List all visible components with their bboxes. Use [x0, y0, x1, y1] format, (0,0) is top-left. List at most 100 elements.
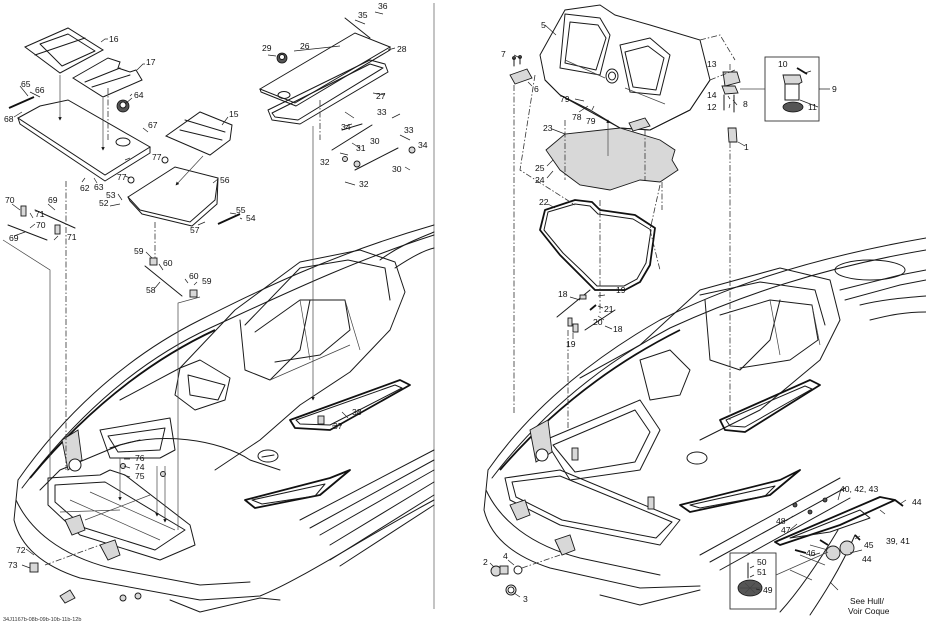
see-hull-note-line1: See Hull/: [850, 596, 885, 606]
reference-code: 34J1167b-08b-09b-10b-11b-12b: [3, 617, 81, 623]
callout-23: 23: [543, 123, 553, 133]
callout-47: 47: [781, 525, 791, 535]
callout-44b: 44: [862, 554, 872, 564]
callout-46: 46: [806, 548, 816, 558]
callout-37: 37: [333, 421, 343, 431]
callout-27: 27: [376, 91, 386, 101]
right-callouts: 5 7 6 79 78 79 23 25 24 22 13 14 8 12 9 …: [483, 20, 922, 616]
callout-57: 57: [190, 225, 200, 235]
callout-77b: 77: [152, 152, 162, 162]
callout-14: 14: [707, 90, 717, 100]
callout-55: 55: [236, 205, 246, 215]
callout-12: 12: [707, 102, 717, 112]
callout-78: 78: [572, 112, 582, 122]
callout-32b: 32: [359, 179, 369, 189]
callout-16: 16: [109, 34, 119, 44]
hull-left: [13, 224, 435, 613]
callout-44a: 44: [912, 497, 922, 507]
callout-15: 15: [229, 109, 239, 119]
callout-4: 4: [503, 551, 508, 561]
callout-50: 50: [757, 557, 767, 567]
callout-32a: 32: [320, 157, 330, 167]
part-15-cushion: [164, 111, 233, 156]
left-callouts: 16 17 65 66 68 64 67 15 62 63 77 77 53 5…: [4, 1, 428, 570]
callout-62: 62: [80, 183, 90, 193]
callout-20: 20: [593, 317, 603, 327]
callout-74: 74: [135, 462, 145, 472]
callout-70a: 70: [5, 195, 15, 205]
see-hull-note-line2: Voir Coque: [848, 606, 890, 616]
callout-30b: 30: [392, 164, 402, 174]
callout-79b: 79: [586, 116, 596, 126]
callout-24: 24: [535, 175, 545, 185]
callout-13: 13: [707, 59, 717, 69]
part-56-board: [127, 156, 219, 227]
right-panel: 5 7 6 79 78 79 23 25 24 22 13 14 8 12 9 …: [483, 4, 926, 616]
callout-53: 53: [106, 190, 116, 200]
part-23-mat: [545, 127, 679, 191]
callout-26: 26: [300, 41, 310, 51]
callout-34a: 34: [341, 122, 351, 132]
left-leader-lines: [11, 11, 411, 569]
callout-59a: 59: [134, 246, 144, 256]
callout-73: 73: [8, 560, 18, 570]
part-9-latch-box: [721, 56, 820, 143]
callout-70b: 70: [36, 220, 46, 230]
callout-19a: 19: [616, 285, 626, 295]
callout-3: 3: [523, 594, 528, 604]
callout-79a: 79: [560, 94, 570, 104]
part-26-lid: [258, 32, 392, 125]
left-hardware: [7, 17, 416, 602]
callout-49: 49: [763, 585, 773, 595]
callout-69b: 69: [9, 233, 19, 243]
callout-8: 8: [743, 99, 748, 109]
callout-6: 6: [534, 84, 539, 94]
left-panel: 16 17 65 66 68 64 67 15 62 63 77 77 53 5…: [2, 1, 435, 613]
part-18-rods: [556, 289, 616, 333]
right-leader-lines: [489, 24, 907, 598]
callout-28: 28: [397, 44, 407, 54]
callout-68: 68: [4, 114, 14, 124]
callout-5: 5: [541, 20, 546, 30]
part-22-gasket: [539, 199, 656, 291]
callout-71b: 71: [67, 232, 77, 242]
callout-7: 7: [501, 49, 506, 59]
callout-33b: 33: [404, 125, 414, 135]
callout-34b: 34: [418, 140, 428, 150]
callout-75: 75: [135, 471, 145, 481]
part-5-console: [539, 4, 711, 131]
callout-54: 54: [246, 213, 256, 223]
callout-31: 31: [356, 143, 366, 153]
callout-76: 76: [135, 453, 145, 463]
callout-1: 1: [744, 142, 749, 152]
callout-71a: 71: [35, 209, 45, 219]
callout-40-42-43: 40, 42, 43: [840, 484, 878, 494]
hull-right: [483, 237, 926, 616]
callout-45: 45: [864, 540, 874, 550]
callout-63: 63: [94, 182, 104, 192]
callout-36: 36: [378, 1, 388, 11]
part-67-board: [17, 99, 151, 182]
part-intake-grate: [729, 496, 904, 610]
callout-33a: 33: [377, 107, 387, 117]
callout-21: 21: [604, 304, 614, 314]
callout-18a: 18: [558, 289, 568, 299]
callout-48: 48: [776, 516, 786, 526]
callout-35: 35: [358, 10, 368, 20]
callout-10: 10: [778, 59, 788, 69]
callout-65: 65: [21, 79, 31, 89]
callout-38: 38: [352, 407, 362, 417]
callout-22: 22: [539, 197, 549, 207]
callout-9: 9: [832, 84, 837, 94]
callout-69a: 69: [48, 195, 58, 205]
callout-39-41: 39, 41: [886, 536, 910, 546]
callout-59b: 59: [202, 276, 212, 286]
part-6-hinges: [509, 55, 651, 132]
callout-30a: 30: [370, 136, 380, 146]
callout-11: 11: [808, 102, 817, 112]
callout-64: 64: [134, 90, 144, 100]
callout-18b: 18: [613, 324, 623, 334]
part-17-cushion: [72, 57, 143, 98]
part-16-cushion: [24, 27, 104, 74]
